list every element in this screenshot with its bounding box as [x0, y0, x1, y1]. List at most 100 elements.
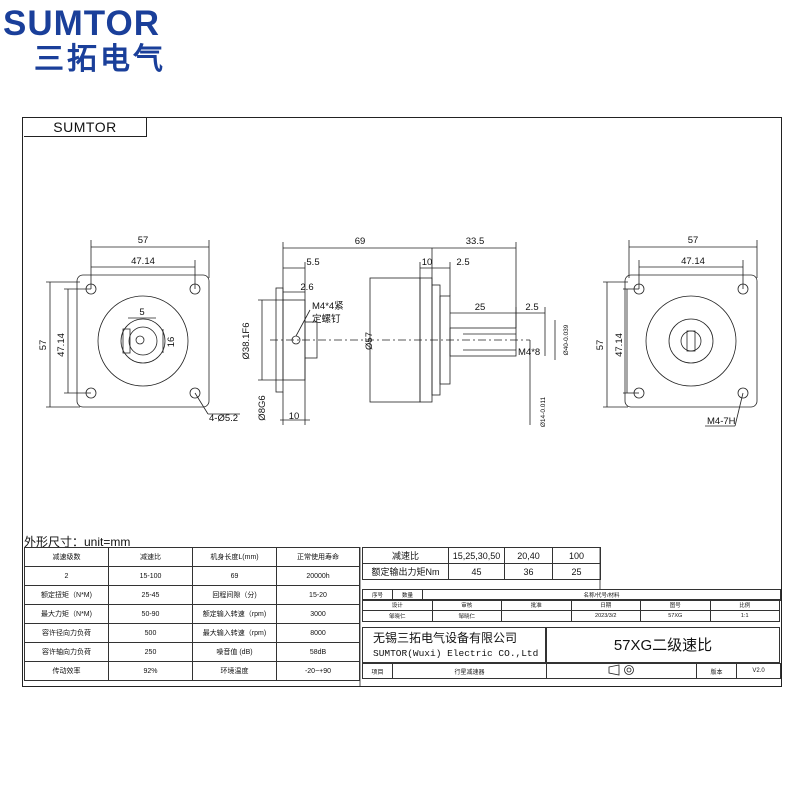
- back-flange: [624, 274, 758, 408]
- spec-cell: 容许径向力负荷: [24, 623, 109, 643]
- brand-tab: SUMTOR: [24, 118, 147, 137]
- company-name: 无锡三拓电气设备有限公司 SUMTOR(Wuxi) Electric CO.,L…: [362, 627, 546, 663]
- dim-front-height-inner: 47.14: [56, 333, 67, 357]
- tb-product: 行星减速器: [392, 663, 547, 679]
- front-boss: [97, 295, 189, 387]
- spec-cell: 58dB: [276, 642, 360, 662]
- dim-front-width-inner: 47.14: [131, 256, 155, 267]
- spec-cell: 额定扭矩（N*M): [24, 585, 109, 605]
- dim-front-height: 57: [38, 340, 49, 351]
- spec-cell: -20~+90: [276, 661, 360, 681]
- spec-cell: 最大输入转速（rpm): [192, 623, 277, 643]
- side-shaft: [449, 327, 517, 357]
- spec-cell: 8000: [276, 623, 360, 643]
- spec-cell: 2: [24, 566, 109, 586]
- ratio-cell: 45: [448, 563, 505, 580]
- title-block-footer: 项目 行星减速器 版本 V2.0: [362, 663, 781, 679]
- front-hole-br: [189, 387, 201, 399]
- spec-cell: 环境温度: [192, 661, 277, 681]
- dim-side-33: 33.5: [466, 236, 485, 247]
- spec-cell: 减速比: [108, 547, 193, 567]
- sign-cell: [501, 610, 572, 622]
- tb-version: V2.0: [736, 663, 781, 679]
- dim-side-body: Ø57: [364, 332, 375, 350]
- ratio-cell: 15,25,30,50: [448, 547, 505, 564]
- dim-side-14: Ø14-0.011: [540, 396, 547, 427]
- sign-cell: 邹晓仁: [431, 610, 502, 622]
- spec-cell: 20000h: [276, 566, 360, 586]
- projection-symbol-icon: [608, 664, 634, 676]
- dim-side-2-5b: 2.5: [525, 302, 538, 313]
- tb-projection: [546, 663, 697, 679]
- spec-cell: 25-45: [108, 585, 193, 605]
- dim-side-2-5a: 2.5: [456, 257, 469, 268]
- dim-back-width-inner: 47.14: [681, 256, 705, 267]
- spec-cell: 额定输入转速（rpm): [192, 604, 277, 624]
- dim-side-f6: Ø38.1F6: [241, 323, 252, 360]
- dim-side-10b: 10: [289, 411, 300, 422]
- spec-cell: 15-100: [108, 566, 193, 586]
- spec-cell: 正常使用寿命: [276, 547, 360, 567]
- dim-side-25: 25: [475, 302, 486, 313]
- unit-label: 外形尺寸：unit=mm: [24, 535, 131, 549]
- dim-side-g6: Ø8G6: [257, 395, 268, 420]
- dim-key-width: 5: [139, 307, 144, 318]
- spec-cell: 传动效率: [24, 661, 109, 681]
- ratio-cell: 25: [552, 563, 601, 580]
- spec-cell: 50-90: [108, 604, 193, 624]
- spec-cell: 噪音值 (dB): [192, 642, 277, 662]
- spec-cell: 92%: [108, 661, 193, 681]
- ratio-cell: 36: [504, 563, 553, 580]
- company-name-cn: 无锡三拓电气设备有限公司: [373, 631, 518, 645]
- spec-row: 减速级数减速比机身长度L(mm)正常使用寿命: [24, 547, 360, 567]
- spec-cell: 69: [192, 566, 277, 586]
- sign-row: 设计审核批准日期图号比例: [362, 599, 780, 611]
- sign-cell: 设计: [362, 599, 433, 611]
- sign-cell: 57XG: [640, 610, 711, 622]
- front-flange: [76, 274, 210, 408]
- sign-cell: 审核: [431, 599, 502, 611]
- dim-back-height: 57: [595, 340, 606, 351]
- dim-side-40: Ø40-0.039: [563, 324, 570, 355]
- screw-note-line2: 定螺钉: [312, 313, 341, 325]
- sign-cell: 2023/3/2: [570, 610, 641, 622]
- dim-side-m48: M4*8: [518, 347, 540, 358]
- back-boss: [645, 295, 737, 387]
- spec-cell: 容许轴向力负荷: [24, 642, 109, 662]
- logo-text-cn: 三拓电气: [34, 43, 166, 76]
- spec-cell: 机身长度L(mm): [192, 547, 277, 567]
- sign-cell: 日期: [570, 599, 641, 611]
- dim-front-holes: 4-Ø5.2: [209, 413, 238, 424]
- drawing-frame: [22, 117, 782, 687]
- sign-cell: 邹晓仁: [362, 610, 433, 622]
- ratio-cell: 20,40: [504, 547, 553, 564]
- dim-key-height: 16: [166, 337, 177, 348]
- spec-cell: 500: [108, 623, 193, 643]
- dim-side-total: 69: [355, 236, 366, 247]
- dim-front-width: 57: [138, 235, 149, 246]
- front-shaft: [128, 326, 158, 356]
- dim-side-5-5: 5.5: [306, 257, 319, 268]
- sign-cell: 比例: [709, 599, 780, 611]
- company-name-en: SUMTOR(Wuxi) Electric CO.,Ltd: [373, 648, 539, 659]
- dim-side-2-6: 2.6: [300, 282, 313, 293]
- dim-back-holes: M4-7H: [707, 416, 736, 427]
- ratio-cell: 100: [552, 547, 601, 564]
- ratio-cell: 减速比: [362, 547, 449, 564]
- spec-cell: 3000: [276, 604, 360, 624]
- logo-text-en: SUMTOR: [3, 4, 161, 43]
- sign-cell: 图号: [640, 599, 711, 611]
- dim-side-10: 10: [422, 257, 433, 268]
- spec-cell: 减速级数: [24, 547, 109, 567]
